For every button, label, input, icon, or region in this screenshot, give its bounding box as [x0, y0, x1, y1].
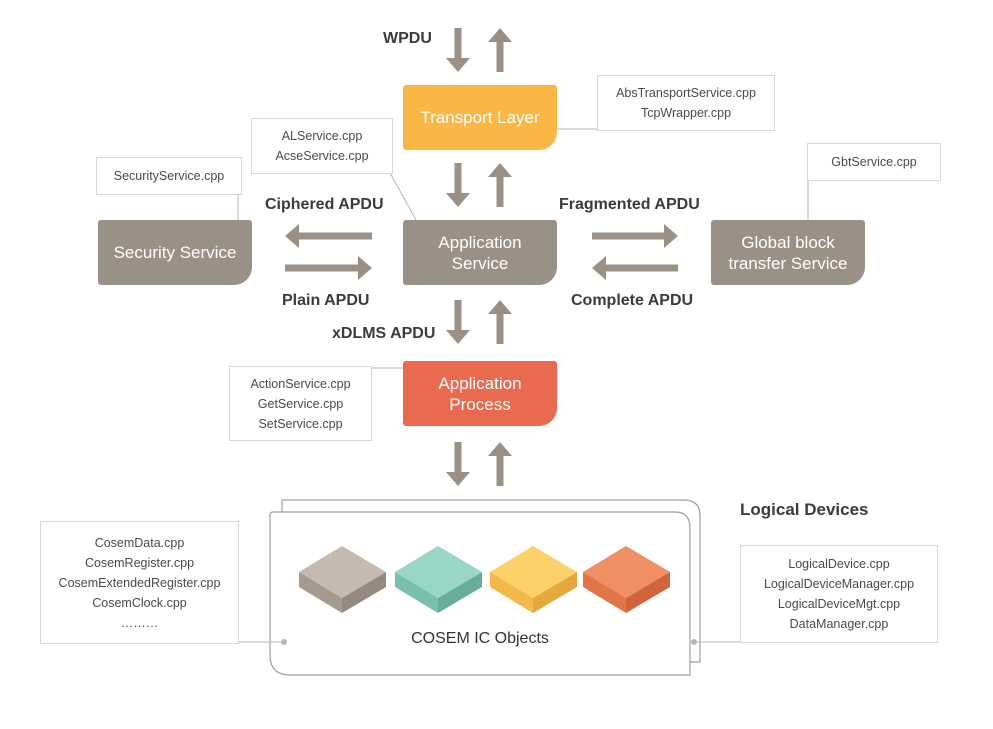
note-file: CosemClock.cpp	[92, 595, 187, 610]
note-file: AbsTransportService.cpp	[616, 86, 756, 100]
global-block-label-1: Global block	[741, 232, 835, 252]
note-file: ………	[120, 615, 159, 630]
gbt-files-note: GbtService.cpp	[807, 143, 941, 181]
transport-files-note: AbsTransportService.cpp TcpWrapper.cpp	[597, 75, 775, 131]
note-file: ActionService.cpp	[250, 376, 351, 391]
logical-devices-label: Logical Devices	[740, 500, 869, 519]
security-service-label: Security Service	[113, 243, 237, 262]
note-file: CosemRegister.cpp	[84, 555, 195, 570]
transport-up-arrow	[488, 163, 512, 207]
process-files-note: ActionService.cpp GetService.cpp SetServ…	[229, 366, 372, 441]
note-file: DataManager.cpp	[789, 617, 889, 631]
application-service-box: Application Service	[403, 220, 557, 285]
transport-down-arrow	[446, 163, 470, 207]
fragmented-apdu-arrow	[592, 224, 678, 248]
cube-grey	[299, 546, 386, 613]
note-file: CosemData.cpp	[94, 535, 185, 550]
plain-apdu-arrow	[285, 256, 372, 280]
cube-yellow	[490, 546, 577, 613]
ciphered-apdu-label: Ciphered APDU	[265, 196, 384, 213]
cube-teal	[395, 546, 482, 613]
transport-layer-label: Transport Layer	[420, 108, 540, 127]
cosem-files-note: CosemData.cpp CosemRegister.cpp CosemExt…	[40, 521, 239, 644]
note-file: LogicalDeviceManager.cpp	[763, 577, 915, 591]
wpdu-label: WPDU	[383, 30, 432, 47]
note-file: SecurityService.cpp	[113, 169, 225, 183]
application-process-label-2: Process	[449, 394, 511, 414]
complete-apdu-arrow	[592, 256, 678, 280]
ciphered-apdu-arrow	[285, 224, 372, 248]
xdlms-apdu-label: xDLMS APDU	[332, 325, 436, 342]
note-file: GetService.cpp	[257, 396, 344, 411]
fragmented-apdu-label: Fragmented APDU	[559, 196, 700, 213]
application-process-box: Application Process	[403, 361, 557, 426]
global-block-label-2: transfer Service	[728, 253, 848, 273]
note-file: LogicalDevice.cpp	[788, 557, 890, 571]
xdlms-down-arrow	[446, 300, 470, 344]
note-file: LogicalDeviceMgt.cpp	[777, 597, 901, 611]
global-block-transfer-box: Global block transfer Service	[711, 220, 865, 285]
wpdu-down-arrow	[446, 28, 470, 72]
transport-layer-box: Transport Layer	[403, 85, 557, 150]
al-files-note: ALService.cpp AcseService.cpp	[251, 118, 393, 174]
application-process-label-1: Application	[438, 373, 522, 393]
note-file: AcseService.cpp	[275, 149, 369, 163]
note-file: ALService.cpp	[281, 129, 363, 143]
security-files-note: SecurityService.cpp	[96, 157, 242, 195]
note-file: GbtService.cpp	[831, 155, 917, 169]
cube-orange	[583, 546, 670, 613]
cosem-container	[269, 499, 701, 676]
security-service-box: Security Service	[98, 220, 252, 285]
note-file: SetService.cpp	[258, 416, 343, 431]
xdlms-up-arrow	[488, 300, 512, 344]
wpdu-up-arrow	[488, 28, 512, 72]
application-service-label-2: Service	[451, 253, 509, 273]
note-file: TcpWrapper.cpp	[640, 106, 732, 120]
complete-apdu-label: Complete APDU	[571, 292, 694, 309]
cosem-ic-objects-label: COSEM IC Objects	[411, 630, 549, 647]
application-service-label-1: Application	[438, 232, 522, 252]
process-up-arrow	[488, 442, 512, 486]
logical-files-note: LogicalDevice.cpp LogicalDeviceManager.c…	[740, 545, 938, 643]
note-file: CosemExtendedRegister.cpp	[58, 575, 221, 590]
plain-apdu-label: Plain APDU	[282, 292, 370, 309]
process-down-arrow	[446, 442, 470, 486]
